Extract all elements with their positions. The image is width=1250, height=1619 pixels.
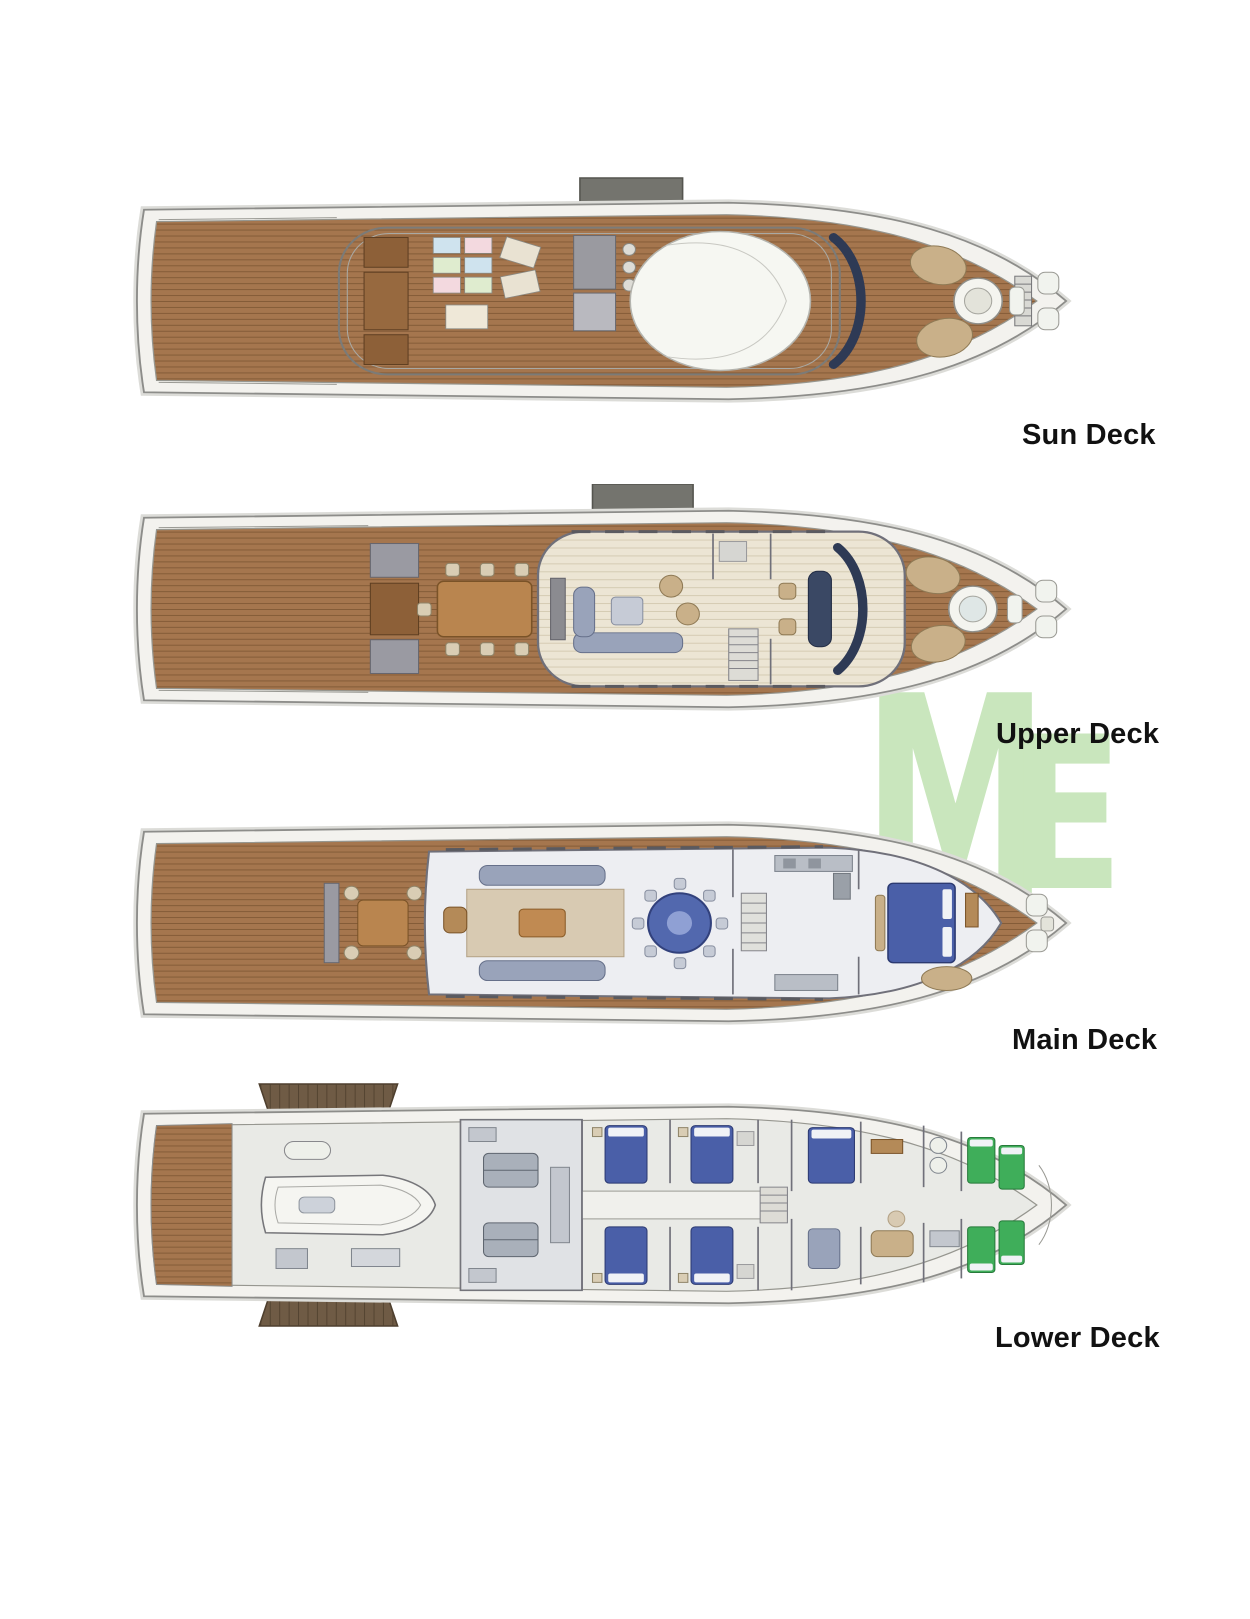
deck-label-lower-deck: Lower Deck: [995, 1322, 1160, 1354]
bow-seating: [1025, 893, 1055, 953]
watermark-letter-e: E: [1008, 693, 1124, 920]
svg-text:E: E: [1008, 693, 1124, 920]
bow-seating: [1009, 271, 1060, 331]
foredeck-lounge: [905, 556, 998, 663]
beach-club: [260, 1141, 437, 1269]
pantry-unit: [718, 541, 748, 562]
deck-label-main-deck: Main Deck: [1012, 1024, 1158, 1056]
sun-loungers: [432, 236, 542, 330]
aft-cabinets: [369, 543, 420, 674]
bulkheads: [581, 1119, 963, 1291]
stairs: [759, 1186, 788, 1224]
deck-label-sun-deck: Sun Deck: [1022, 419, 1156, 451]
engine-room: [459, 1118, 583, 1292]
lower-deck-plan: [100, 1080, 1085, 1330]
main-salon: [443, 864, 625, 982]
wheelhouse: [778, 543, 868, 675]
bow-locker: [1038, 1165, 1052, 1245]
corridor: [581, 1190, 788, 1220]
laundry-bath: [929, 1137, 960, 1248]
bow-seating: [1006, 579, 1058, 639]
deck-label-upper-deck: Upper Deck: [996, 718, 1160, 750]
guest-cabins: [591, 1125, 755, 1285]
lower-deck-drawing: [133, 1083, 1072, 1327]
master-cabin: [874, 882, 979, 991]
main-deck-plan: [100, 798, 1085, 1048]
windscreen: [828, 233, 866, 369]
sun-deck-bar: [573, 235, 636, 332]
main-deck-drawing: [133, 821, 1072, 1025]
sky-lounge-furniture: [550, 574, 700, 654]
sun-deck-drawing: [133, 177, 1072, 403]
stairs: [740, 892, 767, 952]
jet-ski: [283, 1141, 332, 1160]
galley: [774, 855, 853, 991]
crew-cabins: [967, 1137, 1025, 1273]
stairs: [728, 628, 759, 681]
dining-area: [631, 877, 729, 970]
sun-deck-aft-cabinets: [363, 237, 409, 365]
hardtop-outline: [337, 226, 841, 376]
swim-platform: [150, 1123, 233, 1287]
skylight-sunpad: [629, 230, 812, 372]
upper-deck-plan: [100, 484, 1085, 734]
upper-deck-drawing: [133, 484, 1072, 711]
sun-deck-plan: [100, 176, 1085, 426]
tender: [260, 1174, 437, 1236]
aft-deck-furniture: [323, 882, 423, 964]
vip-cabin: [807, 1127, 914, 1269]
foredeck-lounge: [909, 245, 1004, 358]
